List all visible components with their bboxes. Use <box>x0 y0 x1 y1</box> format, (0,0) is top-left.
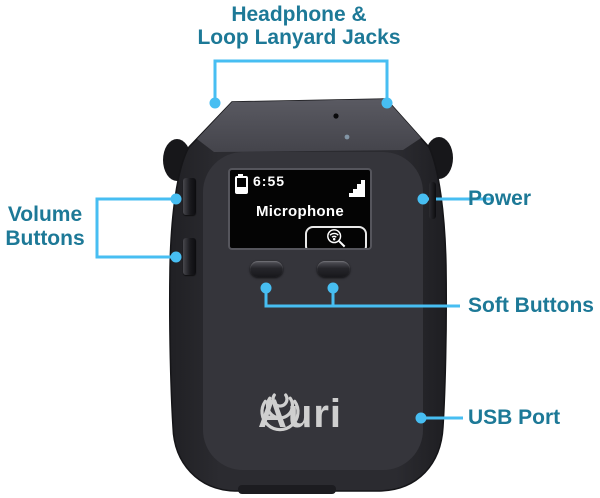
logo-arcs-icon <box>260 393 300 432</box>
volume-up-button[interactable] <box>183 178 196 215</box>
label-headphone-jacks-line1: Headphone & <box>231 3 367 26</box>
screen-soft-key-tab[interactable] <box>305 226 367 248</box>
label-volume-line1: Volume <box>7 203 83 226</box>
status-led-icon <box>344 134 350 140</box>
callout-soft-buttons <box>260 282 460 308</box>
mic-hole-icon <box>333 113 339 119</box>
callout-volume-buttons <box>95 193 182 263</box>
battery-icon <box>235 174 248 194</box>
scan-search-icon <box>327 229 346 248</box>
device-top-face <box>197 99 421 152</box>
label-headphone-jacks-line2: Loop Lanyard Jacks <box>197 26 401 49</box>
device-screen: 6:55 Microphone <box>228 168 372 250</box>
screen-time: 6:55 <box>253 173 286 189</box>
volume-down-button[interactable] <box>183 238 196 275</box>
screen-mode-label: Microphone <box>256 203 344 220</box>
signal-strength-icon <box>349 177 365 197</box>
callout-headphone-jacks <box>209 59 393 109</box>
label-soft-buttons: Soft Buttons <box>468 294 594 317</box>
label-power: Power <box>468 187 532 210</box>
brand-wordmark: Auri <box>258 392 342 436</box>
usb-port <box>238 485 336 494</box>
soft-button-left[interactable] <box>250 261 283 277</box>
label-usb-port: USB Port <box>468 406 561 429</box>
callout-usb-port <box>415 412 463 424</box>
power-button[interactable] <box>429 182 436 219</box>
label-volume-buttons: Volume Buttons <box>0 203 90 251</box>
label-headphone-jacks: Headphone & Loop Lanyard Jacks <box>129 3 469 49</box>
label-volume-line2: Buttons <box>5 227 85 250</box>
soft-button-right[interactable] <box>317 261 350 277</box>
